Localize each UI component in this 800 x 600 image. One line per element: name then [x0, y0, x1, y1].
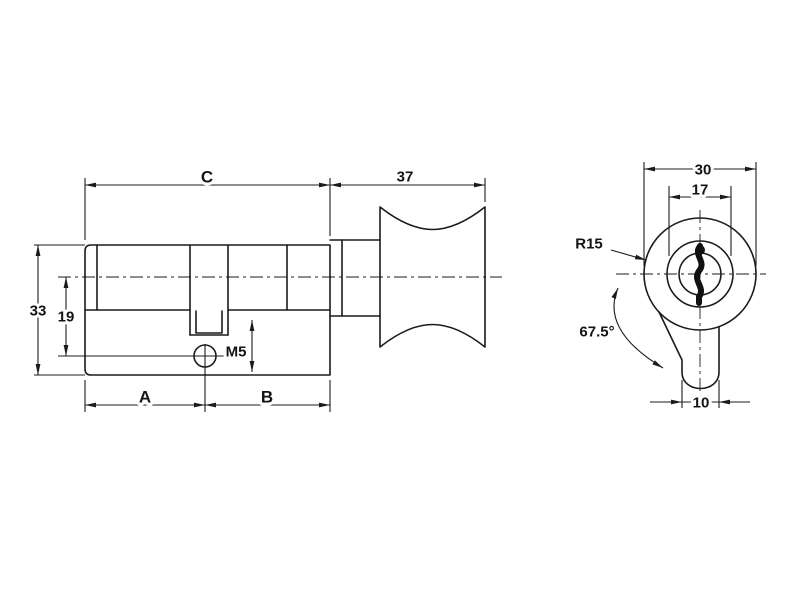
radius-callout: R15: [572, 233, 647, 261]
dim-label-33: 33: [30, 303, 47, 320]
dimension-19: 19: [55, 277, 77, 356]
keyway: [694, 243, 705, 306]
thread-label-m5: M5: [226, 344, 247, 361]
dim-label-37: 37: [397, 169, 414, 186]
knob-neck: [329, 239, 381, 317]
dimension-17: 17: [668, 179, 732, 256]
cam: [195, 310, 223, 334]
m5-hole: [58, 344, 224, 412]
cylinder-body-outline: [84, 244, 331, 376]
dim-label-19: 19: [58, 309, 75, 326]
dim-label-b: B: [261, 388, 273, 407]
dim-label-17: 17: [692, 182, 709, 199]
thumbturn-knob-side: [379, 206, 486, 348]
dim-label-30: 30: [695, 162, 712, 179]
dim-label-a: A: [139, 388, 151, 407]
cylinder-side-view: C 37 33 19 A B: [27, 165, 502, 412]
angle-callout: 67.5°: [576, 287, 664, 369]
dimension-30: 30: [643, 159, 757, 266]
dim-label-c: C: [201, 168, 213, 187]
radius-label-r15: R15: [575, 236, 603, 253]
angle-label-67-5: 67.5°: [579, 324, 614, 341]
profile-front: [658, 311, 720, 390]
m5-annotation: M5: [223, 320, 255, 372]
cam-slot: [189, 244, 229, 336]
dimension-37: 37: [330, 166, 486, 202]
dimension-c: C: [84, 165, 331, 240]
dimension-10: 10: [650, 380, 750, 415]
dim-label-10: 10: [693, 395, 710, 412]
dimension-b: B: [205, 385, 330, 410]
knob-circle: [643, 217, 757, 331]
cylinder-face-circle: [666, 240, 734, 308]
dimension-33: 33: [27, 244, 85, 376]
dimension-a: A: [84, 380, 331, 412]
cylinder-front-view: 30 17 R15 67.5° 10: [572, 159, 766, 415]
